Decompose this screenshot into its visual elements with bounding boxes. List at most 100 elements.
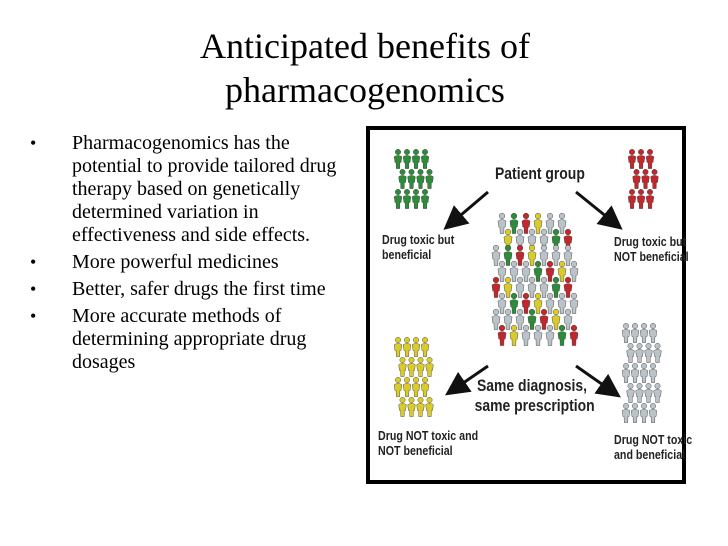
person-icon [491,308,501,330]
person-icon [644,343,653,363]
person-icon [425,357,434,377]
person-icon [402,377,412,397]
person-icon [563,228,573,250]
top-left-label: Drug toxic but beneficial [382,232,454,262]
person-icon [411,149,421,169]
bottom-right-line-1: Drug NOT toxic [614,432,693,447]
pharmacogenomics-figure: Patient group Same diagnosis, same presc… [366,126,692,484]
person-icon [521,212,531,234]
person-icon [627,189,637,209]
person-icon [563,244,573,266]
person-icon [420,377,430,397]
person-icon [639,403,649,423]
bullet-text: More accurate methods of determining app… [72,305,307,373]
person-icon [551,308,561,330]
arrow [575,190,623,230]
person-icon [527,276,537,298]
person-icon [626,343,635,363]
slide-title-line-1: Anticipated benefits of [200,26,530,66]
patient-group-red [627,149,659,209]
person-icon [402,337,412,357]
person-icon [398,397,407,417]
bullet-item: • Pharmacogenomics has the potential to … [26,132,356,247]
bullet-list: • Pharmacogenomics has the potential to … [26,132,356,378]
bottom-left-line-2: NOT beneficial [378,443,453,458]
person-icon [509,292,519,314]
person-icon [539,276,549,298]
same-diagnosis-label: Same diagnosis, same prescription [475,376,595,416]
person-icon [503,228,513,250]
person-icon [635,383,644,403]
bullet-item: • Better, safer drugs the first time [26,278,356,301]
person-icon [521,324,531,346]
person-icon [503,308,513,330]
person-icon [420,337,430,357]
person-icon [497,212,507,234]
person-icon [641,169,650,189]
top-left-line-2: beneficial [382,247,432,262]
person-icon [621,403,631,423]
arrow [443,190,489,230]
person-icon [551,228,561,250]
bullet-text: Pharmacogenomics has the potential to pr… [72,132,337,246]
person-icon [648,323,658,343]
person-icon [630,403,640,423]
person-icon [402,189,412,209]
person-icon [630,363,640,383]
person-icon [632,169,641,189]
person-icon [515,244,525,266]
person-icon [416,357,425,377]
top-left-line-1: Drug toxic but [382,232,455,247]
person-icon [539,308,549,330]
person-icon [509,324,519,346]
person-icon [569,324,579,346]
person-icon [407,397,416,417]
top-right-label: Drug toxic but NOT beneficial [614,234,689,264]
bullet-item: • More powerful medicines [26,251,356,274]
same-diagnosis-line-2: same prescription [474,396,595,415]
person-icon [533,212,543,234]
person-icon [416,169,425,189]
person-icon [545,260,555,282]
same-diagnosis-line-1: Same diagnosis, [476,376,588,395]
person-icon [557,324,567,346]
slide-title-line-2: pharmacogenomics [225,70,505,110]
bullet-text: More powerful medicines [72,251,279,273]
bottom-right-label: Drug NOT toxic and beneficial [614,432,692,462]
arrows-group [443,190,623,398]
person-icon [635,343,644,363]
person-icon [545,324,555,346]
person-icon [398,357,407,377]
person-icon [645,189,655,209]
person-icon [497,324,507,346]
person-icon [533,260,543,282]
person-icon [630,323,640,343]
person-icon [491,276,501,298]
person-icon [515,308,525,330]
patient-group-gray [621,323,662,423]
person-icon [497,260,507,282]
person-icon [551,244,561,266]
person-icon [416,397,425,417]
person-icon [563,276,573,298]
person-icon [503,244,513,266]
patient-group-yellow [393,337,434,417]
person-icon [411,377,421,397]
figure-illustration [393,149,662,423]
bullet-glyph: • [30,306,37,326]
bullet-glyph: • [30,279,37,299]
top-right-line-1: Drug toxic but [614,234,687,249]
person-icon [503,276,513,298]
person-icon [621,323,631,343]
person-icon [521,260,531,282]
person-icon [527,244,537,266]
person-icon [563,308,573,330]
person-icon [653,383,662,403]
person-icon [569,292,579,314]
person-icon [407,357,416,377]
person-icon [636,149,646,169]
bullet-text: Better, safer drugs the first time [72,278,326,300]
person-icon [420,149,430,169]
person-icon [533,324,543,346]
person-icon [621,363,631,383]
